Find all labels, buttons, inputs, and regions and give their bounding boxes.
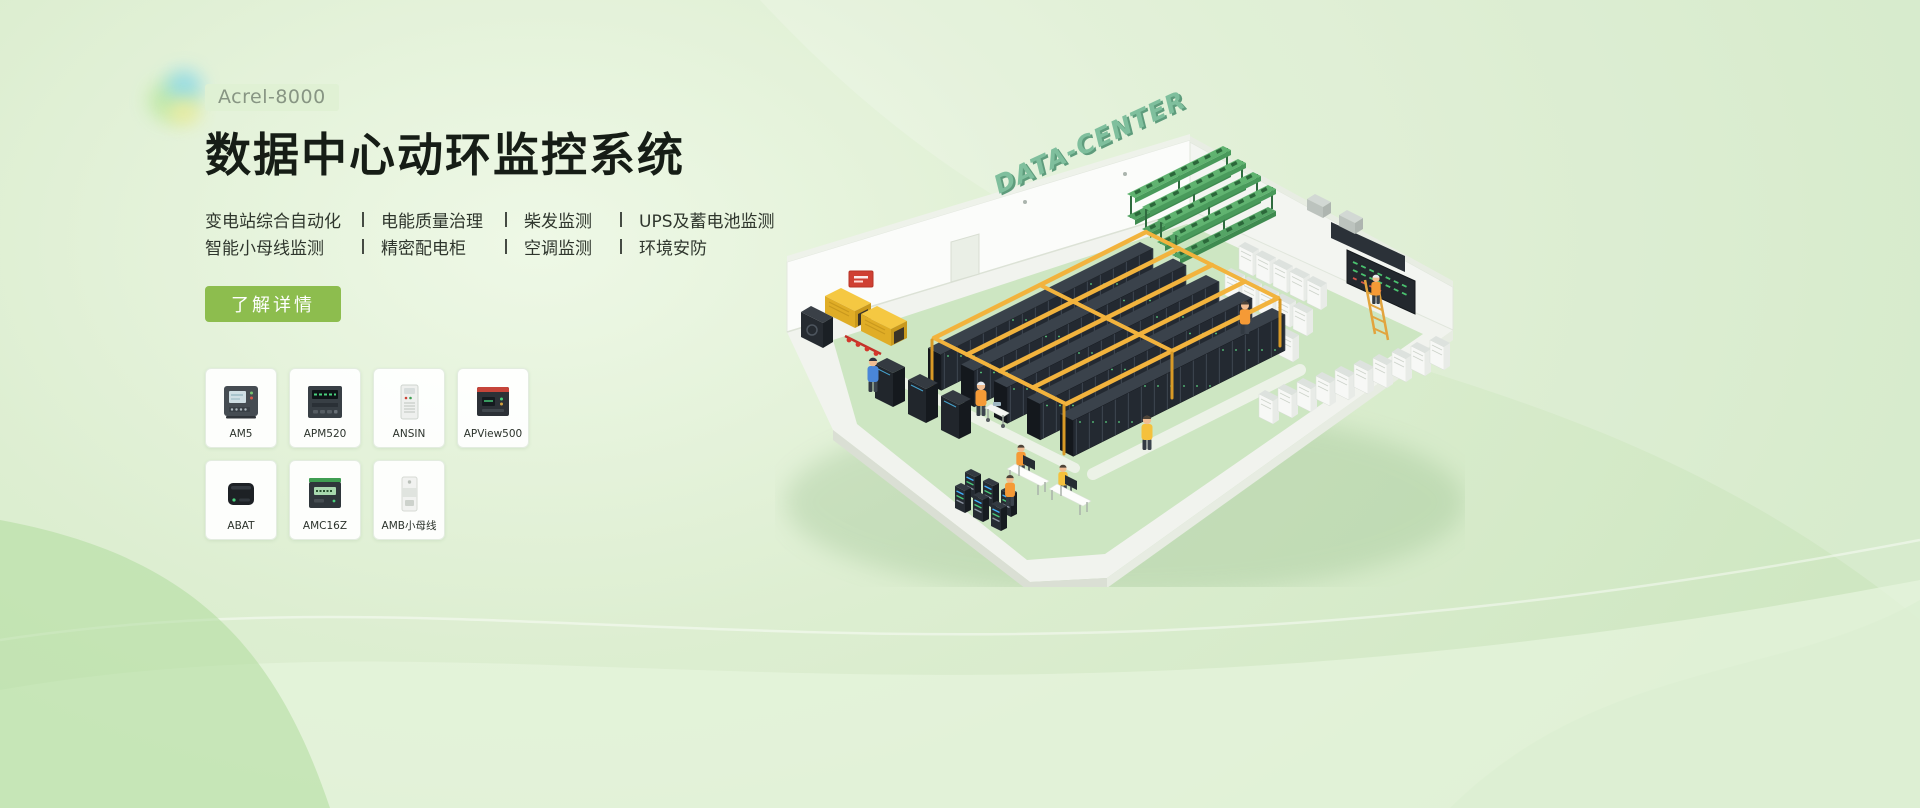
product-label: AMB小母线	[381, 519, 437, 532]
feature-divider	[362, 238, 364, 254]
wall-camera-icon	[1023, 200, 1027, 204]
feature-item: UPS及蓄电池监测	[639, 211, 775, 232]
product-image-am5	[221, 376, 261, 428]
feature-item: 空调监测	[524, 238, 592, 259]
feature-item: 环境安防	[639, 238, 707, 259]
exit-sign	[848, 270, 874, 288]
feature-row-2: 智能小母线监测 精密配电柜 空调监测 环境安防	[205, 233, 805, 260]
feature-list: 变电站综合自动化 电能质量治理 柴发监测 UPS及蓄电池监测 智能小母线监测 精…	[205, 206, 805, 260]
product-label: ABAT	[227, 519, 255, 532]
wall-camera-icon	[1123, 172, 1127, 176]
product-label: AM5	[229, 427, 253, 440]
hero-content: Acrel-8000 数据中心动环监控系统 变电站综合自动化 电能质量治理 柴发…	[205, 84, 805, 540]
product-card-abat[interactable]: ABAT	[205, 459, 277, 540]
feature-row-1: 变电站综合自动化 电能质量治理 柴发监测 UPS及蓄电池监测	[205, 206, 805, 233]
feature-item: 变电站综合自动化	[205, 211, 341, 232]
product-card-apview500[interactable]: APView500	[457, 367, 529, 448]
product-card-apm520[interactable]: APM520	[289, 367, 361, 448]
generator-room	[801, 287, 908, 356]
monitoring-wall-screen	[1346, 249, 1416, 341]
wave-corner	[0, 520, 330, 808]
feature-divider	[505, 238, 507, 254]
feature-item: 精密配电柜	[381, 238, 466, 259]
product-card-amb[interactable]: AMB小母线	[373, 459, 445, 540]
decor-blob-cyan	[166, 70, 202, 102]
service-cart	[984, 402, 1010, 428]
product-image-abat	[221, 468, 261, 520]
product-card-amc16z[interactable]: AMC16Z	[289, 459, 361, 540]
product-cards: AM5 APM520	[205, 367, 805, 540]
feature-item: 电能质量治理	[381, 211, 483, 232]
datacenter-illustration: DATA-CENTER DATA-CENTER	[775, 82, 1465, 587]
wave-bottom	[0, 580, 1920, 808]
feature-divider	[620, 211, 622, 227]
product-cards-row-1: AM5 APM520	[205, 367, 805, 448]
feature-divider	[505, 211, 507, 227]
product-card-am5[interactable]: AM5	[205, 367, 277, 448]
feature-divider	[362, 211, 364, 227]
product-label: ANSIN	[392, 427, 426, 440]
product-card-ansin[interactable]: ANSIN	[373, 367, 445, 448]
product-badge: Acrel-8000	[205, 84, 339, 111]
decor-blob-yellow	[168, 100, 200, 124]
people	[867, 301, 1251, 506]
feature-divider	[620, 238, 622, 254]
product-cards-row-2: ABAT AMC16Z	[205, 459, 805, 540]
feature-item: 智能小母线监测	[205, 238, 324, 259]
yellow-cable-frame	[930, 229, 1282, 456]
product-image-amc16z	[305, 468, 345, 520]
feature-item: 柴发监测	[524, 211, 592, 232]
product-image-amb	[389, 468, 429, 520]
product-image-ansin	[389, 376, 429, 428]
product-image-apm520	[305, 376, 345, 428]
page-title: 数据中心动环监控系统	[205, 128, 685, 182]
wave-corner-right	[1450, 600, 1920, 808]
product-label: AMC16Z	[302, 519, 348, 532]
product-label: APView500	[463, 427, 523, 440]
server-rack-hall	[927, 229, 1286, 457]
fire-pipe-valves	[844, 334, 882, 356]
learn-more-button[interactable]: 了解详情	[205, 285, 341, 322]
ahu-unit	[801, 306, 833, 348]
product-image-apview500	[473, 376, 513, 428]
product-label: APM520	[303, 427, 347, 440]
